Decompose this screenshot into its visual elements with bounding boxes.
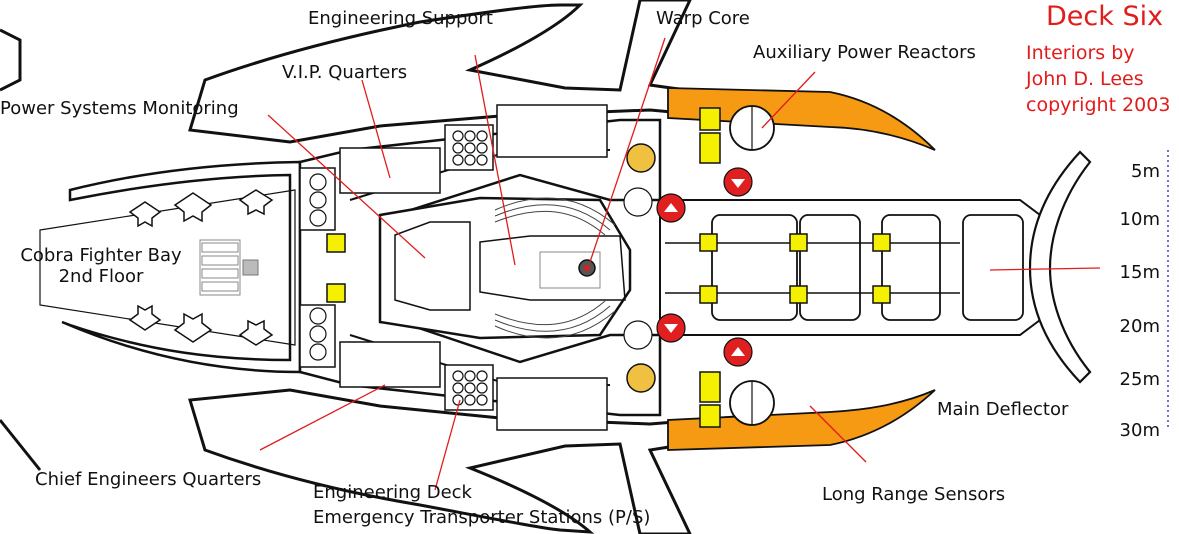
label-cobra-fighter-bay-line1: Cobra Fighter Bay — [20, 245, 182, 266]
aux-reactor-lower — [667, 389, 936, 451]
fighter-bay-floor — [39, 189, 296, 346]
scale-tick-10m: 10m — [1119, 209, 1160, 230]
scale-tick-20m: 20m — [1119, 316, 1160, 337]
hull-lower-outline — [188, 388, 762, 534]
label-cobra-fighter-bay: Cobra Fighter Bay 2nd Floor — [10, 245, 192, 287]
engineering-core-room — [378, 196, 632, 340]
hull-port-edge — [0, 28, 22, 92]
scale-tick-5m: 5m — [1131, 161, 1160, 182]
transporter-pads — [656, 167, 753, 367]
sim-pods-lower — [309, 307, 488, 406]
label-vip-quarters: V.I.P. Quarters — [282, 62, 408, 83]
yellow-consoles — [326, 107, 891, 428]
cargo-racks — [199, 239, 259, 296]
credit-block: Interiors by John D. Lees copyright 2003 — [1026, 40, 1170, 119]
hull-upper-outline — [188, 0, 762, 144]
label-power-systems-monitoring: Power Systems Monitoring — [0, 98, 239, 119]
hull-starboard-edge — [0, 419, 42, 471]
label-engineering-deck: Engineering Deck — [313, 482, 472, 503]
credit-line-2: John D. Lees — [1026, 68, 1144, 91]
core-node-lower — [626, 363, 656, 393]
warp-core-room — [479, 235, 626, 301]
monitoring-room — [394, 221, 471, 311]
label-emergency-transporter-stations: Emergency Transporter Stations (P/S) — [313, 507, 651, 528]
deflector-dish — [1028, 150, 1092, 384]
aux-reactor-upper — [667, 87, 936, 151]
label-long-range-sensors: Long Range Sensors — [822, 484, 1006, 505]
scale-tick-30m: 30m — [1119, 420, 1160, 441]
scale-tick-15m: 15m — [1119, 262, 1160, 283]
label-cobra-fighter-bay-line2: 2nd Floor — [58, 265, 144, 287]
deck-title: Deck Six — [1046, 1, 1164, 32]
credit-line-1: Interiors by — [1026, 42, 1135, 64]
fighter-bay-outline — [61, 160, 302, 374]
credit-line-3: copyright 2003 — [1026, 94, 1171, 117]
label-leaders — [259, 37, 1101, 491]
warp-core-center-dot — [584, 265, 590, 271]
label-main-deflector: Main Deflector — [937, 399, 1069, 420]
sim-pods-upper — [309, 130, 488, 227]
label-chief-engineers-quarters: Chief Engineers Quarters — [35, 469, 262, 490]
label-warp-core: Warp Core — [656, 8, 750, 29]
core-node-upper — [626, 143, 656, 173]
plasma-coils — [494, 197, 616, 339]
warp-core-panel — [539, 251, 601, 289]
scale-tick-25m: 25m — [1119, 369, 1160, 390]
label-auxiliary-power-reactors: Auxiliary Power Reactors — [753, 42, 976, 63]
label-engineering-support: Engineering Support — [308, 8, 493, 29]
fighter-silhouettes — [128, 189, 274, 346]
